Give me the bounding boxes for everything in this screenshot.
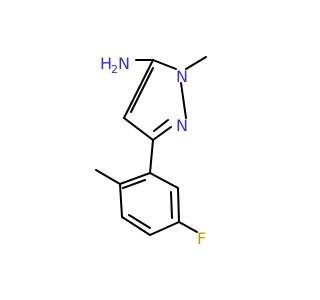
fluorine-label: F bbox=[197, 229, 206, 248]
amine-h-label: H bbox=[100, 54, 112, 73]
bond-c4-c5-double bbox=[130, 67, 154, 113]
bond-c2-c3 bbox=[119, 183, 123, 218]
bond-c5-fluorine bbox=[178, 221, 198, 233]
amine-subscript-label: 2 bbox=[111, 63, 118, 76]
molecule-structure: H 2 N N N F bbox=[95, 54, 207, 248]
bond-n2-c3 bbox=[152, 126, 172, 141]
bond-c1-c2-double bbox=[122, 179, 146, 189]
bond-c5-c6 bbox=[177, 187, 180, 223]
bond-c3-c4 bbox=[121, 216, 151, 236]
bond-c6-c1 bbox=[149, 172, 179, 189]
bond-n1-n2 bbox=[180, 82, 187, 119]
bond-c2-methyl bbox=[95, 169, 121, 185]
bond-c3-c4-double bbox=[128, 214, 151, 229]
bond-c1-c2 bbox=[119, 172, 151, 185]
bond-c5-n1 bbox=[152, 59, 177, 70]
bonds bbox=[95, 56, 207, 236]
bond-c5-c6-double bbox=[170, 191, 173, 219]
n2-label: N bbox=[176, 116, 188, 135]
n1-label: N bbox=[176, 67, 188, 86]
bond-n2-c3-double bbox=[153, 119, 169, 132]
amine-n-label: N bbox=[118, 54, 130, 73]
bond-c3-phenyl bbox=[149, 139, 154, 174]
bond-c4-c5 bbox=[149, 221, 180, 236]
bond-n1-methyl bbox=[185, 56, 207, 70]
atom-labels: H 2 N N N F bbox=[100, 54, 206, 248]
bond-c3-c4 bbox=[123, 117, 154, 141]
bond-c4-c5 bbox=[123, 59, 154, 119]
